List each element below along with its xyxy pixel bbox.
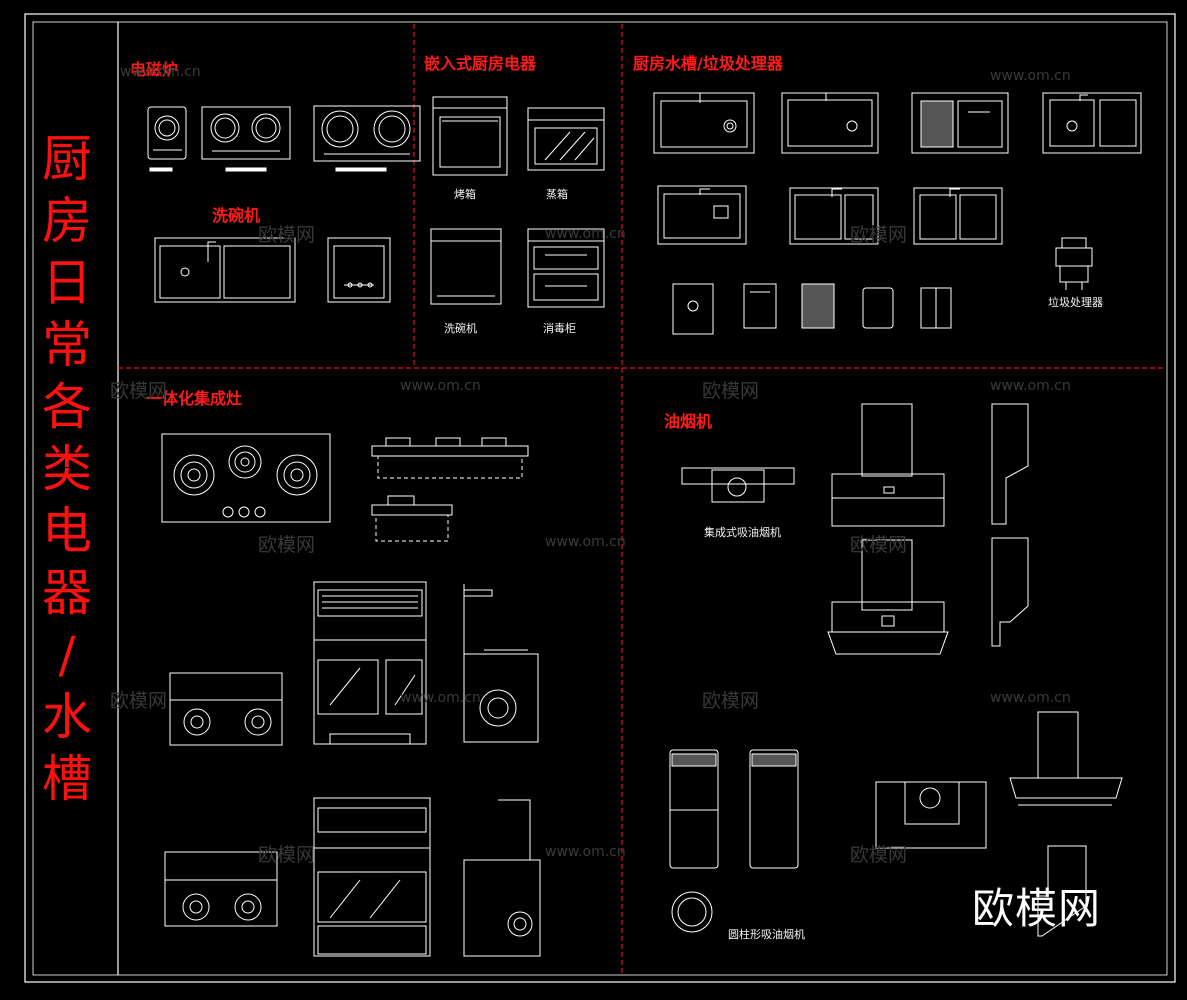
label-disinfect-cabinet: 消毒柜: [543, 322, 576, 335]
label-oven: 烤箱: [454, 188, 476, 201]
sink-6: [789, 187, 879, 245]
main-title: 厨 房 日 常 各 类 电 器 / 水 槽: [36, 128, 98, 810]
main-title-char: /: [58, 626, 76, 684]
watermark-brand: 欧模网: [258, 224, 316, 246]
section-builtin: 嵌入式厨房电器: [424, 54, 537, 73]
main-title-char: 类: [42, 440, 92, 498]
main-title-char: 各: [42, 378, 92, 436]
integrated-stove-side: [463, 584, 539, 743]
label-cylinder-hood: 圆柱形吸油烟机: [728, 928, 805, 941]
hood-t-2: [827, 539, 949, 655]
watermark-brand: 欧模网: [110, 380, 168, 402]
section-range-hood: 油烟机: [664, 412, 713, 431]
dishwasher-builtin: [430, 228, 502, 305]
watermark-brand: 欧模网: [258, 844, 316, 866]
integrated-stove-side-2: [463, 799, 541, 957]
watermark-brand: 欧模网: [110, 690, 168, 712]
watermark-brand: 欧模网: [702, 690, 760, 712]
drawing-frame: [24, 13, 1176, 983]
induction-single: [147, 106, 187, 172]
hood-side-2: [991, 537, 1029, 647]
gas-stove-side: [371, 437, 529, 542]
dishwasher-sink: [154, 237, 296, 303]
sink-7: [913, 187, 1003, 245]
label-dishwasher-unit: 洗碗机: [444, 322, 477, 335]
watermark-brand: 欧模网: [258, 534, 316, 556]
steamer: [527, 107, 605, 171]
sink-4: [1042, 92, 1142, 154]
integrated-stove-front-2: [313, 797, 431, 957]
watermark-site: www.om.cn: [990, 68, 1071, 84]
integrated-hood: [681, 467, 795, 503]
sink-small-parts: [672, 283, 952, 335]
watermark-site: www.om.cn: [120, 64, 201, 80]
cylinder-hood-front: [669, 749, 719, 869]
integrated-stove-1: [169, 672, 283, 746]
section-dishwasher: 洗碗机: [212, 206, 261, 225]
watermark-site: www.om.cn: [545, 226, 626, 242]
disinfect-cabinet: [527, 228, 605, 308]
main-title-char: 日: [42, 254, 92, 312]
section-dividers: [118, 24, 1165, 975]
label-integrated-hood: 集成式吸油烟机: [704, 526, 781, 539]
hood-top-view: [875, 781, 987, 849]
dishwasher-small: [327, 237, 391, 303]
watermark-site: www.om.cn: [400, 378, 481, 394]
hood-t-3: [1009, 711, 1123, 806]
section-sink: 厨房水槽/垃圾处理器: [633, 54, 783, 73]
hood-side-3: [1037, 845, 1087, 937]
main-title-char: 厨: [42, 130, 92, 188]
watermark-site: www.om.cn: [990, 690, 1071, 706]
label-steamer: 蒸箱: [546, 188, 568, 201]
main-title-char: 器: [42, 564, 92, 622]
oven: [432, 96, 508, 176]
watermark-site: www.om.cn: [545, 534, 626, 550]
hood-t-1: [831, 403, 945, 527]
main-title-char: 水: [42, 688, 92, 746]
integrated-stove-2: [164, 851, 278, 927]
label-garbage-disposer: 垃圾处理器: [1048, 296, 1103, 309]
watermark-site: www.om.cn: [545, 844, 626, 860]
watermark-site: www.om.cn: [400, 690, 481, 706]
sink-1: [653, 92, 755, 154]
integrated-stove-front: [313, 581, 427, 745]
sink-2: [781, 92, 879, 154]
main-title-char: 槽: [42, 750, 92, 808]
garbage-disposer: [1055, 237, 1093, 290]
section-induction: 电磁炉: [130, 60, 179, 79]
watermark-brand: 欧模网: [850, 534, 908, 556]
hood-side-1: [991, 403, 1029, 525]
main-title-char: 常: [42, 316, 92, 374]
section-integrated-stove: 一体化集成灶: [146, 389, 243, 408]
brand-logo: 欧模网: [972, 884, 1102, 933]
cylinder-hood-side: [749, 749, 799, 869]
main-title-char: 房: [42, 192, 92, 250]
gas-stove-3: [161, 433, 331, 523]
sink-3: [911, 92, 1009, 154]
cylinder-hood-top: [671, 891, 713, 933]
watermark-site: www.om.cn: [990, 378, 1071, 394]
watermark-brand: 欧模网: [850, 224, 908, 246]
sink-5: [657, 185, 747, 245]
watermark-brand: 欧模网: [850, 844, 908, 866]
induction-double: [201, 106, 291, 172]
watermark-brand: 欧模网: [702, 380, 760, 402]
main-title-char: 电: [42, 502, 92, 560]
induction-wide: [313, 105, 421, 172]
